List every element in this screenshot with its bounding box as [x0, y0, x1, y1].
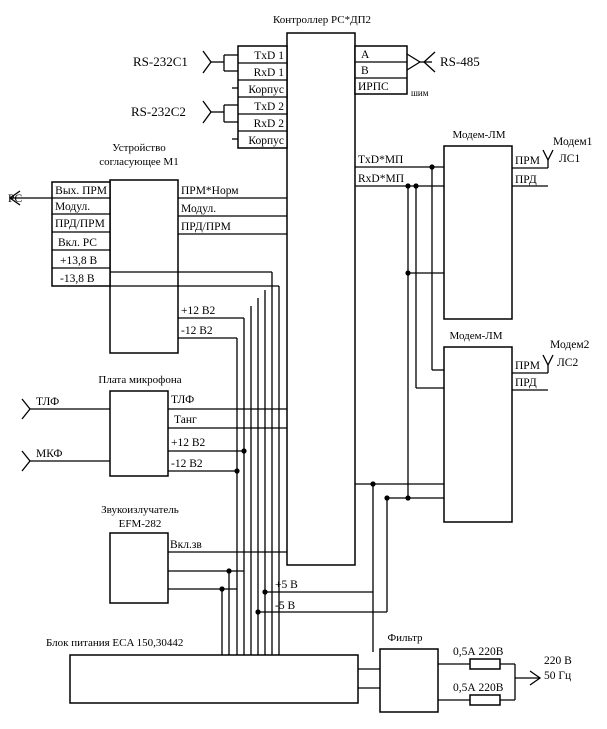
mic-port-tang: Танг	[174, 414, 197, 426]
m1-port-modul-left: Модул.	[55, 201, 90, 213]
m1-port-vkl-rs: Вкл. РС	[58, 237, 97, 249]
modem2-port-prm: ПРМ	[515, 360, 540, 372]
m1-block: Устройство согласующее М1 Вых. ПРМ Модул…	[8, 142, 287, 354]
modem2-box	[443, 346, 513, 523]
controller-block: Контроллер РС*ДП2 TxD 1 RxD 1 Корпус TxD…	[237, 14, 480, 566]
m1-port-prm-norm: ПРМ*Норм	[181, 185, 239, 197]
psu-block: Блок питания ECA 150,30442	[46, 637, 380, 704]
controller-port-gnd2: Корпус	[248, 135, 284, 147]
mic-port-plus12: +12 В2	[171, 437, 206, 449]
m1-port-modul-right: Модул.	[181, 203, 216, 215]
mic-box	[109, 390, 169, 477]
mkf-arrow-icon	[21, 450, 31, 472]
rs232-connectors: RS-232C1 RS-232C2	[131, 50, 238, 140]
controller-port-rxd1: RxD 1	[254, 67, 285, 79]
fuse2-label: 0,5А 220В	[453, 682, 504, 694]
modem1-port-prm: ПРМ	[515, 155, 540, 167]
rs485-arrow-icon	[423, 51, 436, 73]
modem1-line-label: ЛС1	[559, 153, 580, 165]
power-bus: +5 В -5 В	[219, 272, 387, 655]
m1-plus12-label: +12 В2	[181, 305, 216, 317]
modem1-antenna-icon	[542, 149, 554, 162]
rs485-label: RS-485	[440, 54, 480, 69]
buzzer-title-1: Звукоизлучатель	[101, 504, 179, 516]
controller-port-txd1: TxD 1	[254, 50, 284, 62]
shim-label: шим	[411, 88, 429, 98]
buzzer-port-vkl-zv: Вкл.зв	[170, 539, 202, 551]
controller-port-txd2: TxD 2	[254, 101, 284, 113]
rxd-mp-label: RxD*МП	[358, 173, 404, 185]
buzzer-box	[109, 532, 169, 604]
modem2-antenna-icon	[542, 354, 554, 367]
psu-minus5-label: -5 В	[275, 600, 295, 612]
fuse2-icon	[469, 694, 501, 706]
fuse1-label: 0,5А 220В	[453, 646, 504, 658]
filter-title: Фильтр	[387, 632, 423, 644]
mains-arrow-icon	[529, 670, 542, 686]
mains-voltage-label: 220 В	[544, 655, 572, 667]
modem2-antenna-label: Модем2	[550, 339, 590, 351]
m1-port-plus138: +13,8 В	[60, 255, 97, 267]
rs232c1-arrow-icon	[202, 50, 212, 74]
psu-title: Блок питания ECA 150,30442	[46, 637, 183, 649]
modem1-port-prd: ПРД	[515, 174, 537, 186]
buzzer-block: Звукоизлучатель EFM-282 Вкл.зв	[101, 504, 287, 604]
mic-port-minus12: -12 В2	[171, 458, 203, 470]
controller-port-b: B	[361, 65, 369, 77]
m1-title-2: согласующее М1	[99, 156, 178, 168]
mic-block: Плата микрофона ТЛФ Танг +12 В2 -12 В2 Т…	[21, 374, 287, 477]
txd-mp-label: TxD*МП	[358, 154, 403, 166]
modem-wiring	[355, 164, 444, 652]
fuse1-icon	[469, 658, 501, 670]
modem2-block: Модем-ЛМ ПРМ ПРД Модем2 ЛС2	[443, 330, 590, 523]
mains-freq-label: 50 Гц	[544, 670, 571, 682]
rs-label: РС	[8, 193, 23, 205]
m1-left-ports	[51, 181, 111, 287]
rs-arrow-icon	[8, 190, 21, 206]
modem2-port-prd: ПРД	[515, 377, 537, 389]
filter-block: Фильтр 0,5А 220В 0,5А 220В 220 В 50 Гц	[379, 632, 572, 713]
controller-port-rxd2: RxD 2	[254, 118, 285, 130]
filter-box	[379, 648, 439, 713]
mkf-label: МКФ	[36, 448, 62, 460]
modem1-box	[443, 145, 513, 320]
rs232c2-label: RS-232C2	[131, 104, 186, 119]
tlf-arrow-icon	[21, 398, 31, 420]
mic-port-tlf: ТЛФ	[171, 394, 194, 406]
m1-title-1: Устройство	[112, 142, 166, 154]
m1-box	[109, 179, 179, 354]
buzzer-title-2: EFM-282	[119, 518, 162, 530]
controller-port-irps: ИРПС	[358, 81, 389, 93]
psu-plus5-label: +5 В	[275, 579, 298, 591]
m1-port-prd-prm-left: ПРД/ПРМ	[55, 218, 105, 230]
tlf-label: ТЛФ	[36, 396, 59, 408]
modem1-title: Модем-ЛМ	[452, 129, 505, 141]
controller-title: Контроллер РС*ДП2	[273, 14, 371, 26]
modem1-antenna-label: Модем1	[553, 136, 593, 148]
psu-box	[69, 654, 359, 704]
modem2-title: Модем-ЛМ	[449, 330, 502, 342]
controller-box	[286, 32, 356, 566]
rs232c2-arrow-icon	[202, 100, 212, 124]
modem1-block: Модем-ЛМ ПРМ ПРД Модем1 ЛС1	[443, 129, 593, 320]
m1-port-prd-prm-right: ПРД/ПРМ	[181, 221, 231, 233]
modem2-line-label: ЛС2	[557, 357, 578, 369]
rs232c1-label: RS-232C1	[133, 54, 188, 69]
m1-port-out-prm: Вых. ПРМ	[55, 185, 107, 197]
controller-port-a: A	[361, 49, 370, 61]
controller-port-gnd1: Корпус	[248, 84, 284, 96]
m1-minus12-label: -12 В2	[181, 325, 213, 337]
m1-port-minus138: -13,8 В	[60, 273, 95, 285]
mic-title: Плата микрофона	[98, 374, 181, 386]
